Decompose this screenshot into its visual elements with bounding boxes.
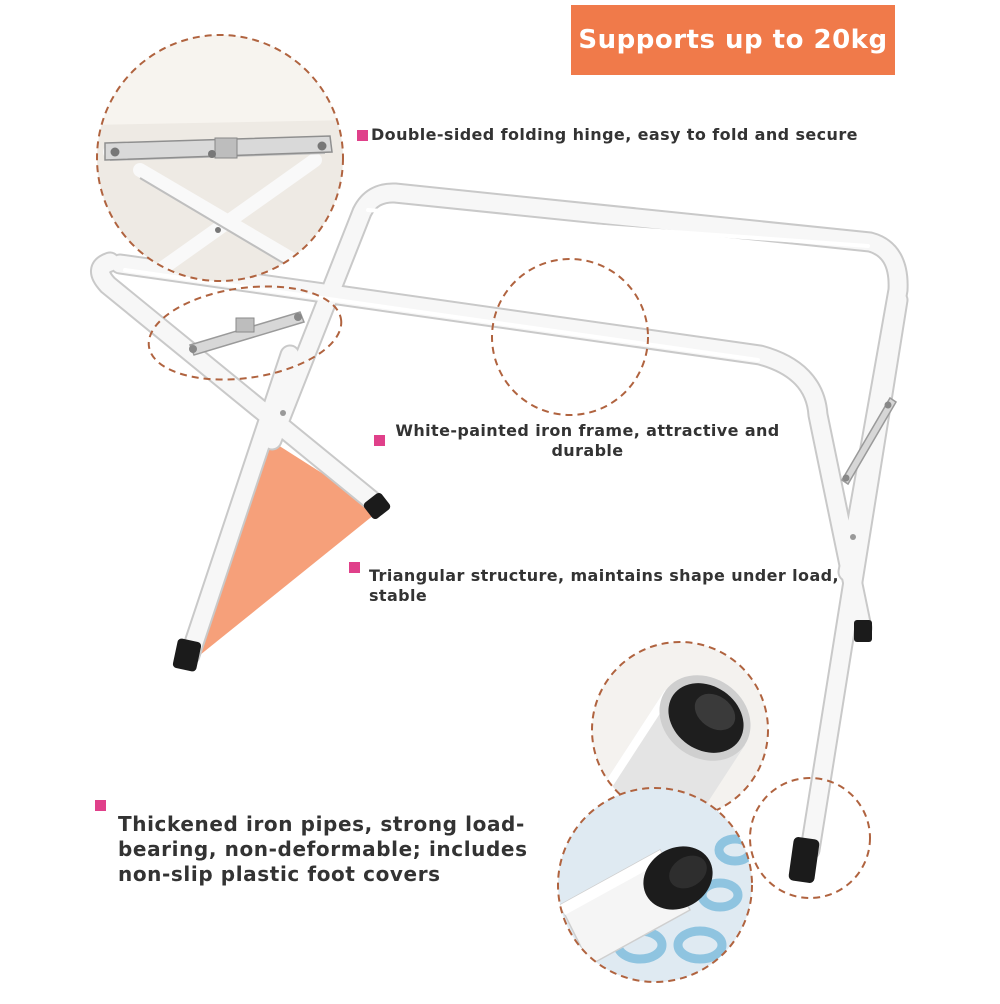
feature-bullet-3 (349, 562, 360, 573)
load-capacity-text: Supports up to 20kg (578, 25, 888, 55)
feature-text-2: White-painted iron frame, attractive and… (395, 421, 780, 460)
feature-bullet-4 (95, 800, 106, 811)
frame-detail-marker (491, 258, 649, 416)
hinge-plate (188, 311, 898, 540)
load-capacity-badge: Supports up to 20kg (571, 5, 895, 75)
foot-location-marker (749, 777, 871, 899)
triangle-structure-highlight (200, 440, 380, 655)
hinge-detail-callout (96, 34, 344, 282)
hinge-location-marker (147, 285, 343, 381)
foot-cover-callout (557, 787, 753, 983)
foot-covers (172, 492, 872, 883)
feature-text-4: Thickened iron pipes, strong load-bearin… (118, 812, 528, 886)
feature-text-1: Double-sided folding hinge, easy to fold… (371, 125, 858, 144)
feature-bullet-2 (374, 435, 385, 446)
feature-text-3: Triangular structure, maintains shape un… (369, 566, 839, 605)
pipe-cross-section-callout (591, 641, 769, 819)
feature-bullet-1 (357, 130, 368, 141)
iron-frame (92, 184, 907, 859)
